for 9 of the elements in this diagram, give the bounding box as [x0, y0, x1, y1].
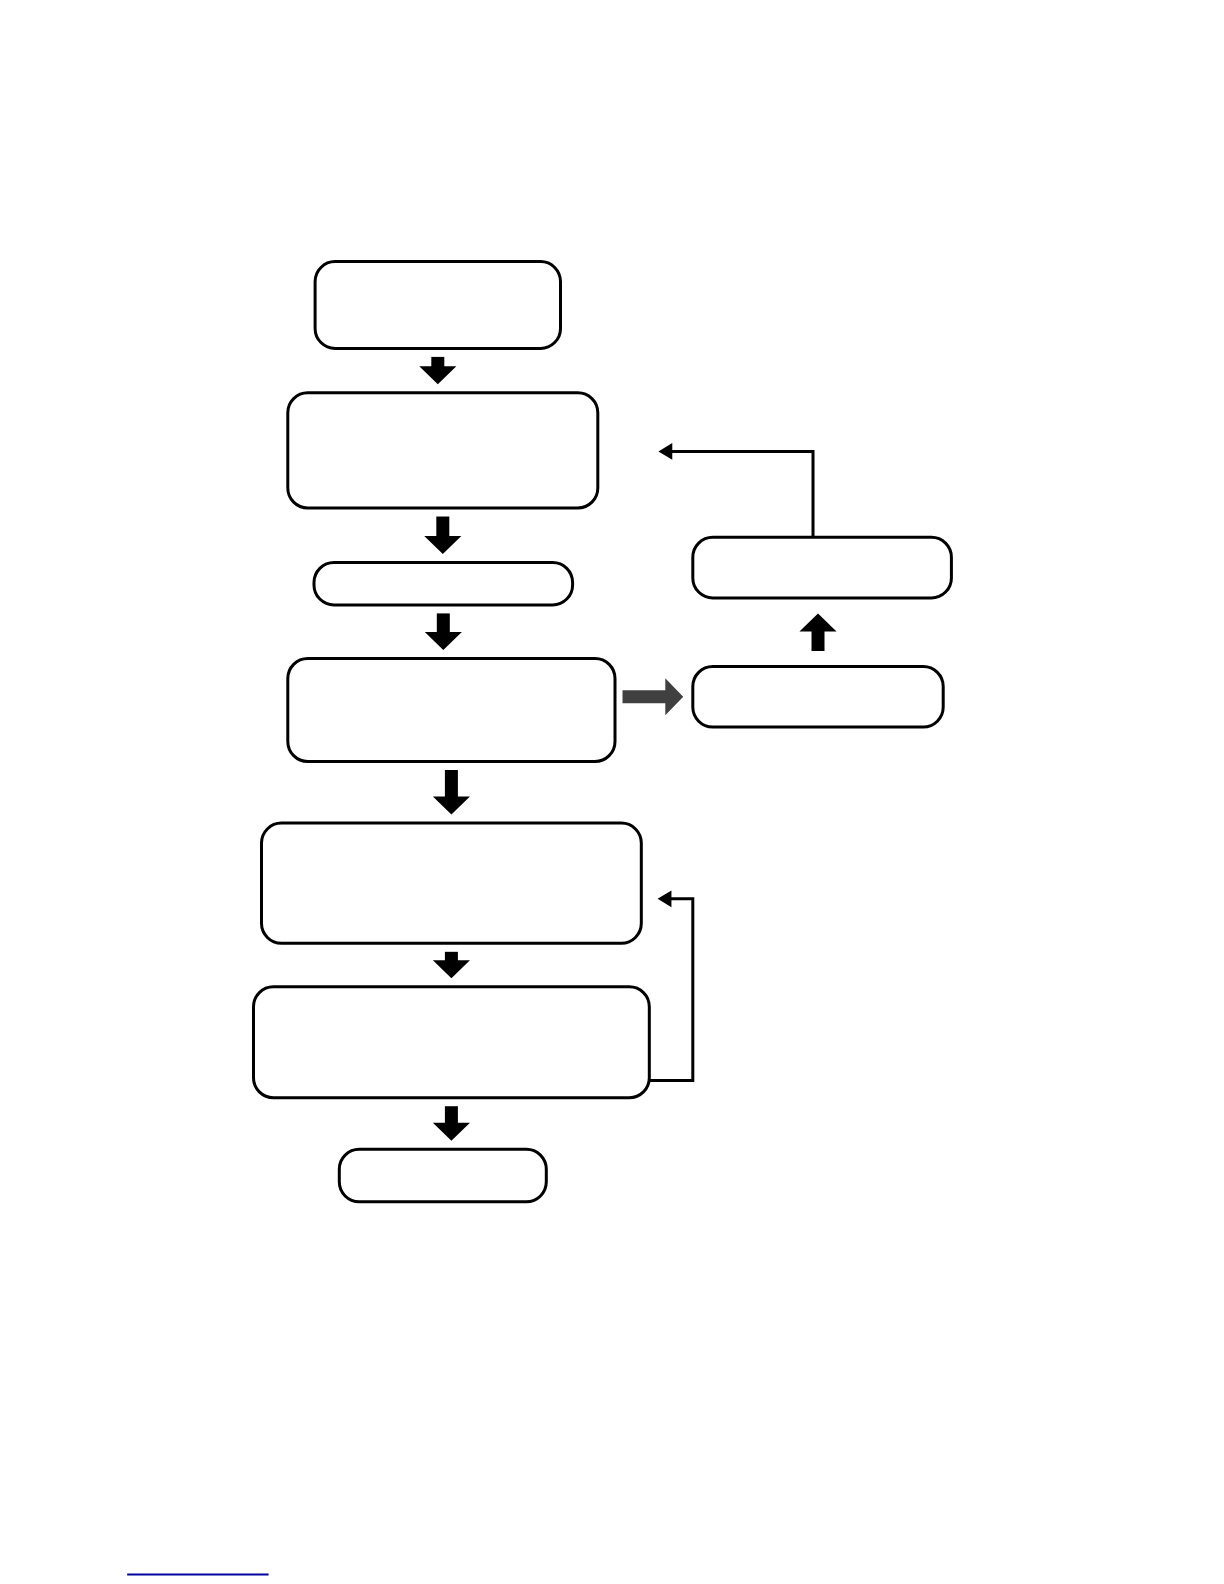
process-box [252, 985, 651, 1100]
process-box [260, 821, 643, 945]
process-box [286, 391, 600, 510]
process-box [313, 260, 562, 350]
process-box [312, 561, 575, 607]
process-box [691, 665, 945, 729]
process-box [286, 657, 617, 763]
process-box [337, 1147, 548, 1204]
process-box [691, 535, 953, 600]
